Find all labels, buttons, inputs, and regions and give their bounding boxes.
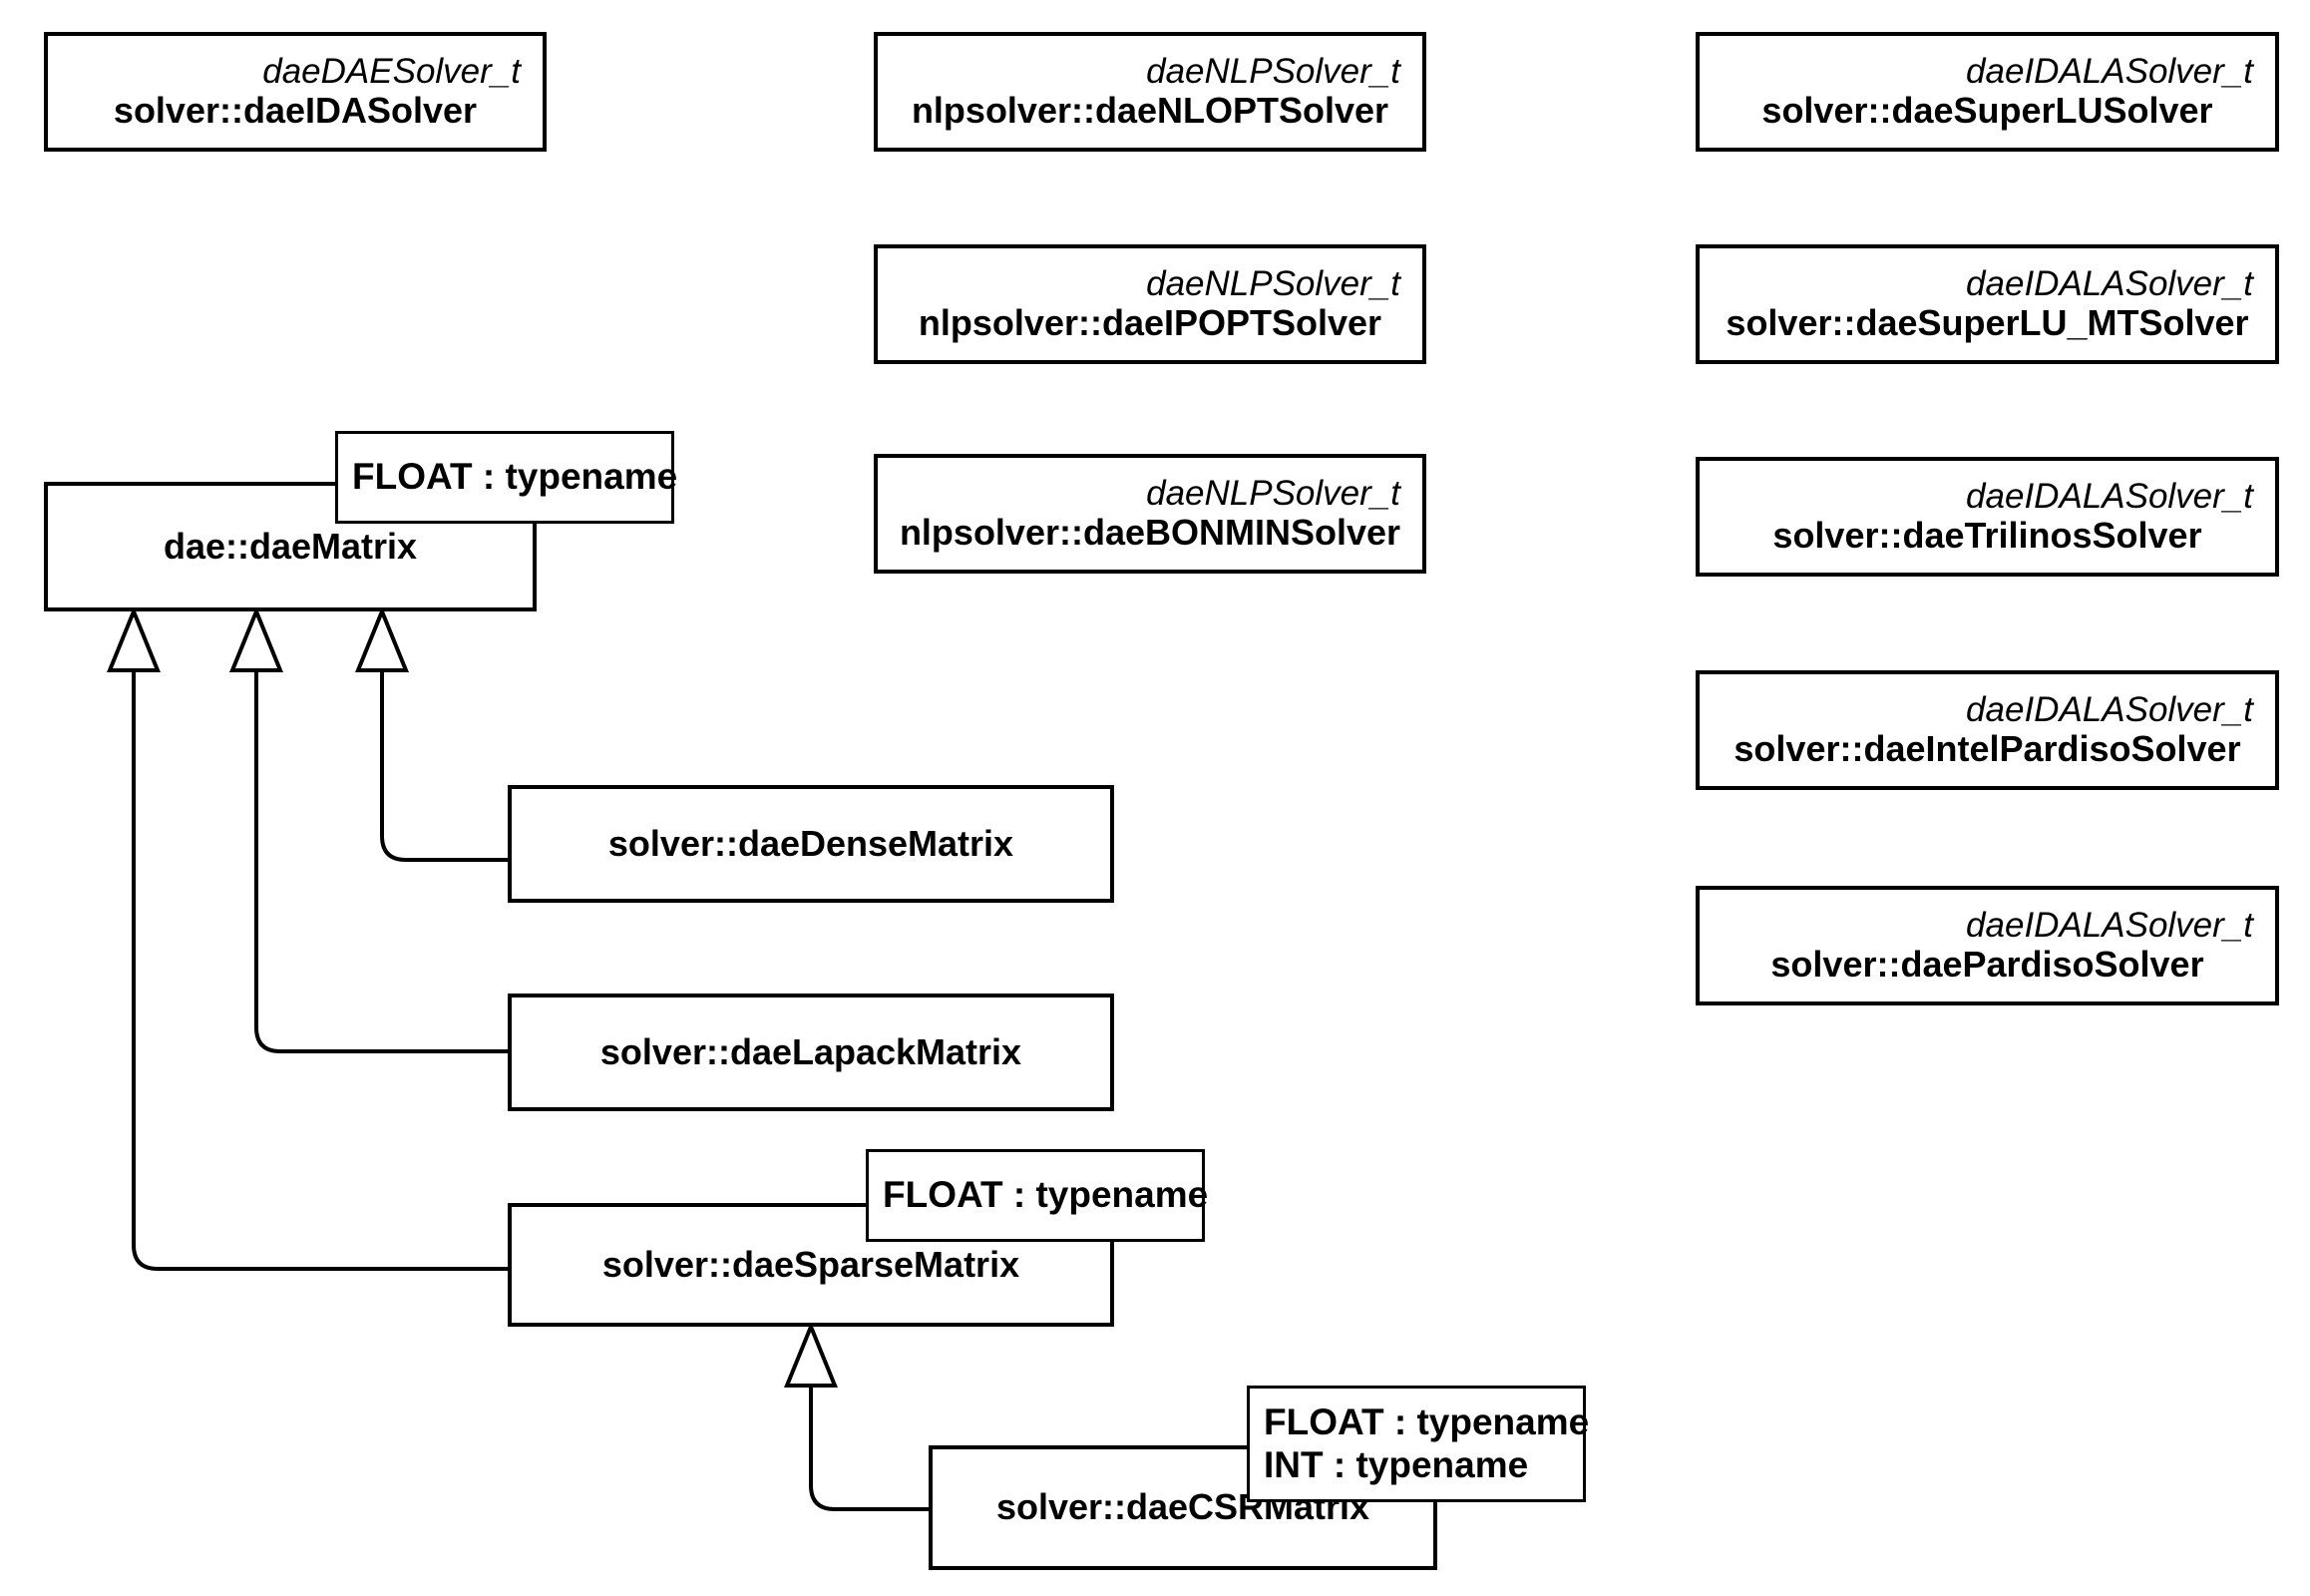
class-name: solver::daeSuperLU_MTSolver [1726, 302, 2249, 344]
generalization-arrowhead-icon [107, 605, 161, 672]
class-name: solver::daeLapackMatrix [599, 1030, 1022, 1072]
class-box-daeSuperLU_MTSolver[interactable]: daeIDALASolver_t solver::daeSuperLU_MTSo… [1696, 244, 2279, 364]
generalization-edge-csr-matrix [784, 1321, 929, 1511]
class-box-daeTrilinosSolver[interactable]: daeIDALASolver_t solver::daeTrilinosSolv… [1696, 457, 2279, 577]
class-name: nlpsolver::daeNLOPTSolver [911, 90, 1389, 132]
generalization-arrowhead-icon [784, 1321, 838, 1388]
template-param-line: FLOAT : typename [352, 456, 678, 498]
class-stereotype: daeIDALASolver_t [1966, 52, 2253, 92]
generalization-arrowhead-icon [229, 605, 283, 672]
class-stereotype: daeNLPSolver_t [1146, 52, 1400, 92]
class-name: nlpsolver::daeIPOPTSolver [918, 302, 1382, 344]
class-box-daePardisoSolver[interactable]: daeIDALASolver_t solver::daePardisoSolve… [1696, 886, 2279, 1005]
class-name: dae::daeMatrix [163, 525, 418, 567]
template-params-daeSparseMatrix: FLOAT : typename [866, 1149, 1209, 1242]
class-box-daeNLOPTSolver[interactable]: daeNLPSolver_t nlpsolver::daeNLOPTSolver [874, 32, 1426, 152]
class-stereotype: daeDAESolver_t [262, 52, 521, 92]
class-box-daeBONMINSolver[interactable]: daeNLPSolver_t nlpsolver::daeBONMINSolve… [874, 454, 1426, 574]
class-name: solver::daePardisoSolver [1770, 944, 2204, 986]
generalization-line [380, 670, 508, 862]
generalization-edge-lapack-matrix [229, 605, 508, 1053]
class-box-daeIntelPardisoSolver[interactable]: daeIDALASolver_t solver::daeIntelPardiso… [1696, 670, 2279, 790]
class-name: solver::daeDenseMatrix [607, 822, 1014, 864]
generalization-edge-dense-matrix [355, 605, 508, 862]
class-box-daeSuperLUSolver[interactable]: daeIDALASolver_t solver::daeSuperLUSolve… [1696, 32, 2279, 152]
template-param-line-int: INT : typename [1264, 1443, 1529, 1485]
generalization-line [254, 670, 508, 1053]
class-box-daeIDASolver[interactable]: daeDAESolver_t solver::daeIDASolver [44, 32, 547, 152]
class-box-daeDenseMatrix[interactable]: solver::daeDenseMatrix [508, 785, 1114, 903]
generalization-line [809, 1386, 929, 1511]
class-stereotype: daeIDALASolver_t [1966, 906, 2253, 946]
class-stereotype: daeIDALASolver_t [1966, 690, 2253, 730]
class-stereotype: daeIDALASolver_t [1966, 264, 2253, 304]
class-name: solver::daeIDASolver [113, 90, 478, 132]
template-param-line-float: FLOAT : typename [1264, 1401, 1590, 1443]
class-name: nlpsolver::daeBONMINSolver [899, 512, 1401, 554]
class-name: solver::daeTrilinosSolver [1772, 515, 2202, 557]
class-box-daeIPOPTSolver[interactable]: daeNLPSolver_t nlpsolver::daeIPOPTSolver [874, 244, 1426, 364]
generalization-line [132, 670, 508, 1271]
generalization-edge-sparse-matrix [107, 605, 508, 1271]
template-param-line: FLOAT : typename [883, 1174, 1209, 1216]
generalization-arrowhead-icon [355, 605, 409, 672]
class-name: solver::daeSparseMatrix [601, 1243, 1020, 1285]
template-params-daeMatrix: FLOAT : typename [335, 431, 678, 524]
class-name: solver::daeIntelPardisoSolver [1733, 728, 2241, 770]
class-stereotype: daeNLPSolver_t [1146, 474, 1400, 514]
class-name: solver::daeSuperLUSolver [1761, 90, 2213, 132]
class-stereotype: daeNLPSolver_t [1146, 264, 1400, 304]
class-box-daeLapackMatrix[interactable]: solver::daeLapackMatrix [508, 994, 1114, 1111]
template-params-daeCSRMatrix: FLOAT : typename INT : typename [1247, 1386, 1590, 1502]
class-stereotype: daeIDALASolver_t [1966, 477, 2253, 517]
